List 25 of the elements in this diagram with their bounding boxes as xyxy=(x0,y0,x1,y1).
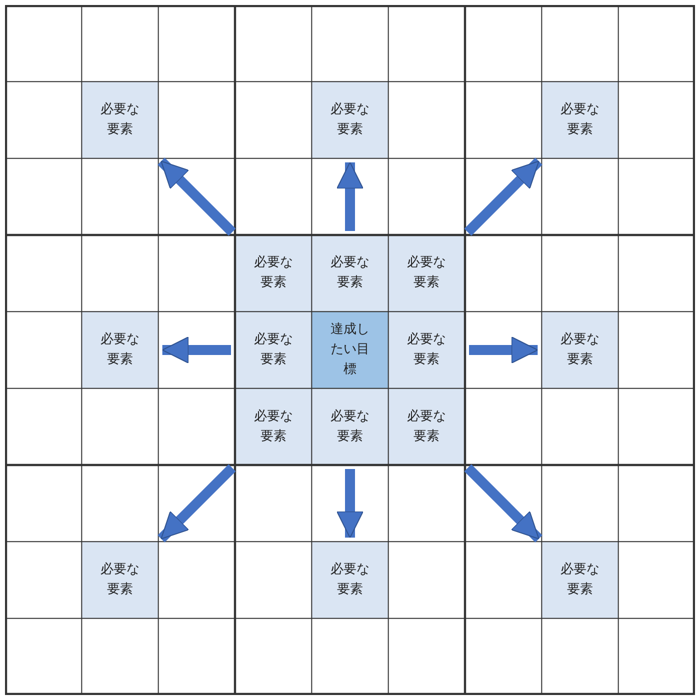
element-box: 必要な要素 xyxy=(312,82,388,158)
element-box: 必要な要素 xyxy=(542,82,618,158)
element-box: 必要な要素 xyxy=(82,82,158,158)
goal-box: 達成したい目標 xyxy=(312,312,388,388)
arrow xyxy=(162,336,231,364)
element-box: 必要な要素 xyxy=(388,312,465,388)
element-box: 必要な要素 xyxy=(82,542,158,618)
element-box: 必要な要素 xyxy=(312,235,388,312)
element-box: 必要な要素 xyxy=(542,312,618,388)
element-box: 必要な要素 xyxy=(312,388,388,465)
element-box: 必要な要素 xyxy=(542,542,618,618)
element-box: 必要な要素 xyxy=(388,388,465,465)
element-box: 必要な要素 xyxy=(235,312,312,388)
element-box: 必要な要素 xyxy=(235,235,312,312)
arrow xyxy=(464,464,542,542)
element-box: 必要な要素 xyxy=(82,312,158,388)
arrow xyxy=(469,336,538,364)
arrow xyxy=(336,469,364,538)
arrow xyxy=(158,464,236,542)
arrow xyxy=(464,158,542,236)
arrow xyxy=(158,158,236,236)
element-box: 必要な要素 xyxy=(312,542,388,618)
element-box: 必要な要素 xyxy=(235,388,312,465)
element-box: 必要な要素 xyxy=(388,235,465,312)
arrow xyxy=(336,162,364,231)
